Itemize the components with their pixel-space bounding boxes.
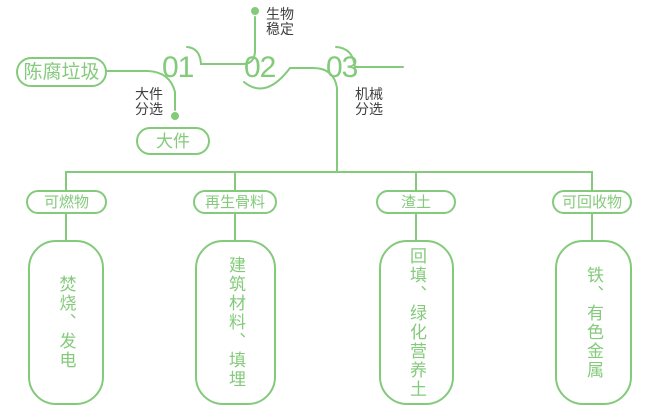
branch-1-disposal-box: 焚烧、发电: [28, 240, 104, 405]
step-01-process-line2: 分选: [135, 101, 163, 117]
step-01-process-label: 大件 分选: [135, 87, 163, 117]
connector-step02-to-step03: [243, 67, 338, 173]
branch-2-category-pill: 再生骨料: [193, 190, 277, 214]
source-node-pill: 陈腐垃圾: [16, 57, 107, 87]
step-01-number: 01: [162, 51, 194, 84]
step-02-process-line2: 稳定: [266, 21, 294, 37]
step-03-process-label: 机械 分选: [355, 87, 383, 117]
branch-1-category-pill: 可燃物: [26, 190, 107, 214]
distribution-bar: [65, 171, 593, 191]
branch-2-disposal-box: 建筑材料、填埋: [195, 240, 276, 405]
branch-4-disposal-box: 铁、有色金属: [555, 240, 632, 405]
step-01-process-line1: 大件: [135, 86, 163, 102]
step-01-output-pill: 大件: [136, 127, 210, 155]
connector-dot-step02: [251, 7, 259, 15]
branch-3-category-pill: 渣土: [376, 190, 456, 214]
step-03-number: 03: [326, 51, 358, 84]
step-02-process-line1: 生物: [266, 6, 294, 22]
connector-dot-step01: [171, 112, 179, 120]
step-03-process-line2: 分选: [355, 101, 383, 117]
connector-step01-to-step02: [186, 16, 256, 65]
branch-4-category-pill: 可回收物: [552, 190, 632, 214]
step-02-process-label: 生物 稳定: [266, 7, 294, 37]
pill-to-box-stubs: [65, 213, 593, 241]
step-03-process-line1: 机械: [355, 86, 383, 102]
connector-step03-exit: [335, 46, 404, 68]
branch-3-disposal-box: 回填、绿化营养土: [379, 240, 454, 405]
step-02-number: 02: [244, 51, 276, 84]
connector-source-to-step01: [106, 70, 176, 111]
